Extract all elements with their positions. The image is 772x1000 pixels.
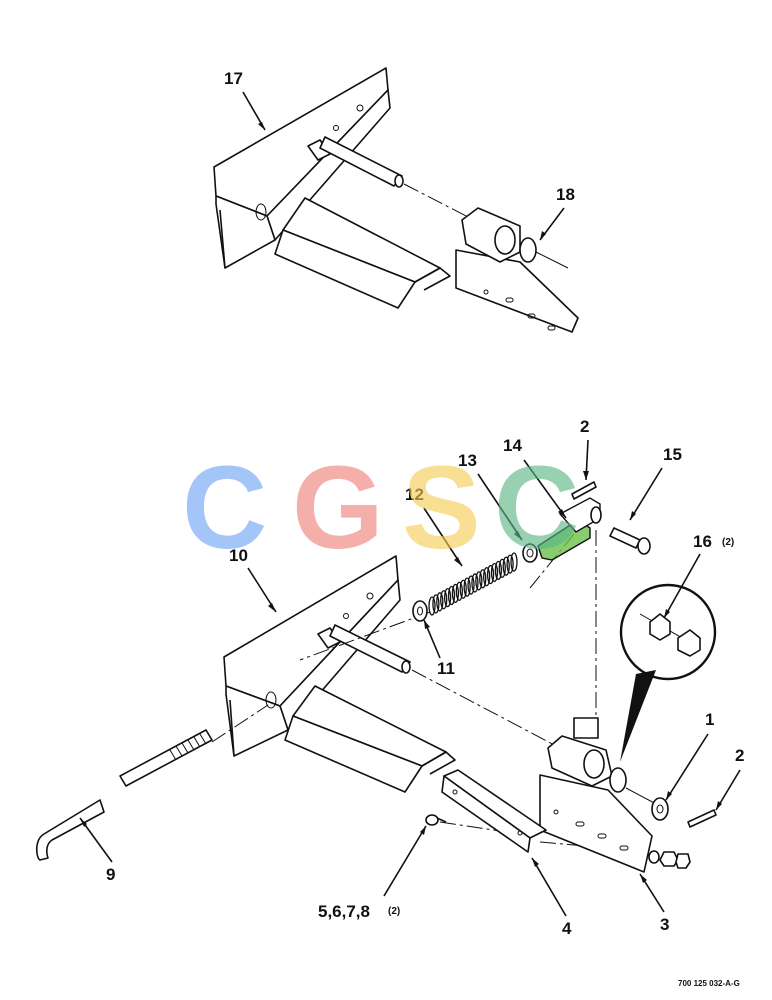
arrowhead-15 [630, 511, 636, 520]
callout-17: 17 [224, 69, 243, 88]
arrowhead-16 [664, 609, 670, 618]
callout-15: 15 [663, 445, 682, 464]
washer-11 [412, 600, 428, 622]
hinge-plate-18 [455, 207, 579, 333]
spring-coil [510, 552, 518, 572]
spring-coil [479, 569, 487, 589]
pins-top [307, 136, 471, 219]
angle-bracket-bottom [284, 685, 456, 793]
callout-5-8: 5,6,7,8 [318, 902, 370, 921]
arrowhead-1 [666, 791, 672, 800]
spring-coil [494, 560, 503, 581]
leader-12 [423, 507, 463, 567]
arrowhead-2-bottom [716, 801, 722, 810]
figure-id: 700 125 032-A-G [678, 979, 740, 988]
spring-coil [443, 587, 452, 608]
mounting-plate-17 [213, 67, 391, 269]
leader-15 [629, 467, 663, 521]
leader-1 [665, 733, 709, 801]
watermark-letter-1: C [182, 442, 267, 574]
spring-coil [498, 558, 506, 578]
guide-line-rod [211, 704, 269, 743]
spring-coil [451, 583, 460, 604]
callout-18: 18 [556, 185, 575, 204]
callout-4: 4 [562, 919, 572, 938]
clevis-14 [537, 497, 602, 561]
watermark-letter-4: C [494, 442, 579, 574]
spring-coil [483, 567, 491, 587]
spring-12 [428, 552, 518, 616]
nut-washer-set [648, 850, 691, 869]
watermark-letter-3: S [402, 442, 481, 574]
spring-coil [432, 594, 440, 614]
bottom-assembly: 10 12 13 14 2 15 16 (2) 11 1 2 9 [35, 417, 744, 938]
watermark-letter-2: G [292, 442, 384, 574]
spring-coil [506, 554, 514, 574]
hinge-plate-3 [539, 717, 653, 873]
arrowhead-2-top [583, 471, 589, 480]
spring-coil [502, 556, 510, 576]
strap-plate-4 [441, 769, 547, 853]
callout-12: 12 [405, 485, 424, 504]
arrowhead-9 [80, 818, 87, 827]
leader-4 [531, 857, 567, 917]
bolt-15 [609, 527, 651, 555]
arrowhead-17 [258, 122, 265, 130]
bushing-13 [522, 543, 538, 563]
watermark: C G S C [182, 442, 579, 574]
spring-coil [490, 562, 499, 583]
spring-coil [455, 581, 463, 601]
leader-5-8 [383, 825, 427, 897]
top-assembly: 17 18 [213, 67, 579, 333]
spring-coil [471, 573, 479, 593]
spring-coil [436, 592, 444, 612]
callout-1: 1 [705, 710, 714, 729]
rod-9 [35, 729, 213, 861]
callout-2-top: 2 [580, 417, 589, 436]
callout-3: 3 [660, 915, 669, 934]
spring-coil [467, 575, 475, 595]
spring-coil [486, 564, 495, 585]
arrowhead-14 [558, 509, 566, 518]
callout-2-bottom: 2 [735, 746, 744, 765]
callout-11: 11 [437, 659, 455, 678]
spring-coil [475, 571, 483, 591]
spring-coil [459, 579, 467, 599]
callout-9: 9 [106, 865, 115, 884]
cotter-pin-2-top [571, 481, 597, 500]
cotter-pin-2-bottom [687, 809, 717, 828]
leader-13 [477, 473, 523, 541]
arrowhead-3 [640, 874, 647, 883]
angle-bracket-top [274, 197, 451, 309]
leader-16 [663, 553, 701, 619]
spring-coil [463, 577, 471, 597]
arrowhead-12 [454, 557, 462, 566]
spring-coil [440, 590, 448, 610]
washer-1 [625, 787, 669, 821]
callout-10: 10 [229, 546, 248, 565]
callout-13: 13 [458, 451, 477, 470]
detail-bushings-16 [619, 583, 717, 762]
guide-line-spring [299, 611, 431, 661]
screw-5-8 [425, 814, 447, 826]
callout-14: 14 [503, 436, 522, 455]
pins-bottom [317, 624, 561, 749]
callout-16-qty: (2) [722, 537, 734, 548]
arrowhead-18 [540, 231, 546, 240]
leader-14 [523, 459, 567, 519]
arrowhead-10 [268, 603, 276, 612]
arrowhead-4 [532, 858, 539, 867]
spring-coil [428, 596, 436, 616]
spring-coil [447, 585, 456, 606]
arrowhead-5-8 [420, 826, 426, 835]
callout-5-8-qty: (2) [388, 906, 400, 917]
arrowhead-13 [514, 531, 522, 540]
arrowhead-11 [424, 620, 430, 629]
callout-16: 16 [693, 532, 712, 551]
